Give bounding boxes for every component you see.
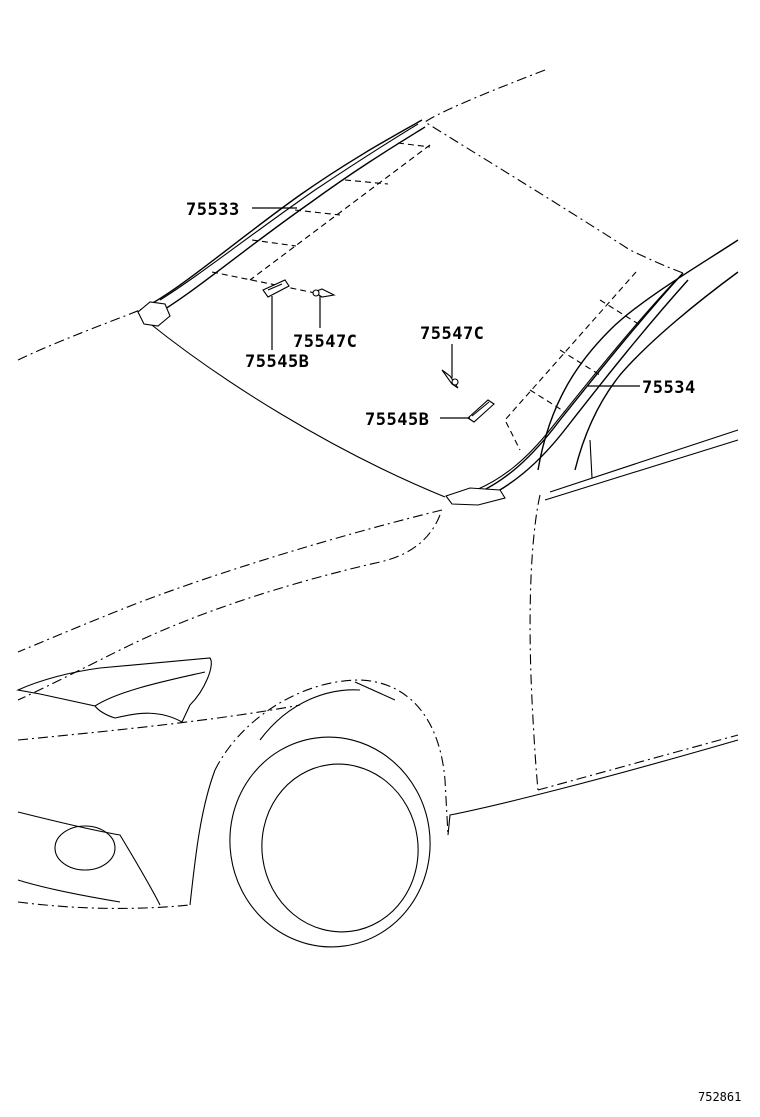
headlamp-outline (16, 657, 212, 723)
label-75545b-left: 75545B (245, 352, 309, 372)
label-75534: 75534 (642, 378, 696, 398)
molding-75533-end-cap (137, 301, 171, 327)
rocker-line (537, 734, 739, 791)
molding-75534-line (475, 279, 677, 491)
left-glass-boundary (249, 144, 431, 281)
door-sill (447, 739, 739, 836)
pin-75547c-right-head (451, 378, 459, 386)
molding-75533-outer (139, 119, 423, 311)
windshield-bottom-edge (147, 321, 446, 498)
right-glass-boundary (504, 271, 637, 451)
door-window-frame-inner (574, 271, 739, 471)
hood-side-line (17, 509, 443, 653)
tire-outer (229, 736, 431, 948)
label-75547c-right: 75547C (420, 324, 484, 344)
clip-75545b-left (262, 279, 290, 298)
left-tick-2 (344, 179, 389, 185)
a-pillar-body-line (529, 494, 541, 791)
bumper-line (17, 811, 161, 906)
left-tick-5 (211, 271, 331, 297)
clip-75545b-right (467, 399, 495, 423)
diagram-reference-number: 752861 (698, 1090, 741, 1104)
mirror-post (589, 439, 593, 479)
bumper-front-curve (189, 769, 216, 906)
pin-75547c-left-head (312, 289, 320, 297)
roof-outline (423, 69, 684, 274)
door-window-frame (537, 239, 739, 471)
front-fender-line (17, 704, 301, 741)
hood-back-edge (17, 309, 141, 361)
clip-75545b-right-detail (471, 401, 490, 417)
wheel-arch (214, 679, 449, 836)
molding-75534-end-cap (445, 487, 506, 506)
pin-75547c-left (312, 288, 336, 298)
molding-75533-inner (149, 126, 426, 319)
clip-75545b-left-detail (267, 283, 283, 291)
label-75533: 75533 (186, 200, 240, 220)
molding-75534-outer (479, 272, 684, 493)
headlamp-inner (94, 671, 206, 707)
wheel-arch-inner (259, 689, 361, 741)
door-window-sill-2 (549, 429, 739, 493)
right-tick-1 (599, 299, 641, 326)
molding-75534-inner (484, 279, 689, 499)
right-tick-2 (559, 349, 601, 376)
left-tick-4 (251, 239, 297, 247)
label-75545b-right: 75545B (365, 410, 429, 430)
bumper-lower (17, 879, 121, 903)
right-tick-3 (529, 389, 566, 413)
bumper-bottom (17, 901, 191, 909)
molding-75533-line (159, 123, 419, 301)
left-tick-1 (397, 142, 431, 148)
left-tick-3 (294, 209, 341, 216)
label-75547c-left: 75547C (293, 332, 357, 352)
door-window-sill (544, 439, 739, 501)
fender-top-line (17, 514, 441, 701)
tire-tread-line (354, 681, 396, 701)
fog-lamp (54, 825, 116, 871)
tire-inner (261, 763, 419, 933)
